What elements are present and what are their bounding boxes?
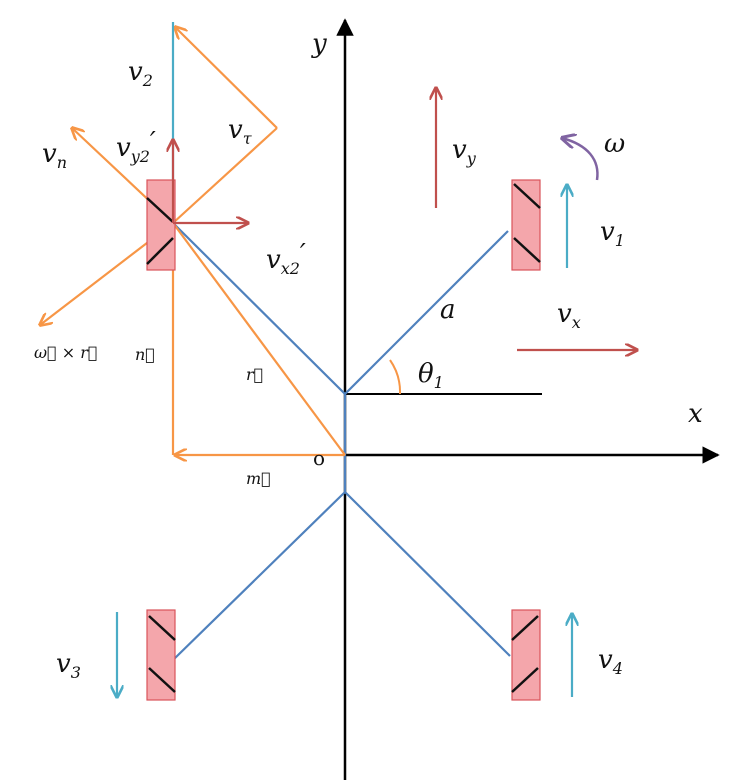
x-axis-label: x: [688, 399, 703, 429]
chassis-frame: [172, 222, 511, 661]
omega-label: ω: [604, 129, 625, 159]
origin-label: o: [313, 446, 325, 470]
vy2-prime-label: vy2′: [116, 127, 156, 166]
v3-label: v3: [56, 649, 81, 682]
y-axis-label: y: [311, 29, 327, 59]
wheel-3: [146, 609, 176, 701]
vx2-prime-label: vx2′: [266, 239, 306, 278]
construction-lines: [40, 27, 346, 456]
theta1-arc: [389, 359, 402, 395]
v1-label: v1: [600, 217, 625, 250]
omega-cross-r-label: ω⃗ × r⃗: [34, 343, 97, 362]
vtau-arrow-1: [172, 127, 278, 224]
theta1-label: θ1: [418, 359, 444, 392]
omega-rotation-arrow: [562, 138, 599, 181]
m-vector-label: m⃗: [246, 469, 271, 488]
vtau-arrow-2: [175, 27, 278, 129]
v4-label: v4: [598, 645, 623, 678]
vtau-label: vτ: [228, 115, 253, 148]
wheel-1: [511, 179, 541, 271]
a-label: a: [440, 295, 456, 325]
v2-label: v2: [128, 57, 153, 90]
vx-label: vx: [557, 299, 581, 332]
wheel-2: [146, 179, 176, 271]
wheel-4: [511, 609, 541, 701]
n-vector-label: n⃗: [135, 345, 155, 364]
vn-label: vn: [42, 139, 67, 172]
r-vector-line: [172, 222, 346, 456]
vy-label: vy: [452, 135, 477, 168]
r-vector-label: r⃗: [246, 365, 263, 384]
